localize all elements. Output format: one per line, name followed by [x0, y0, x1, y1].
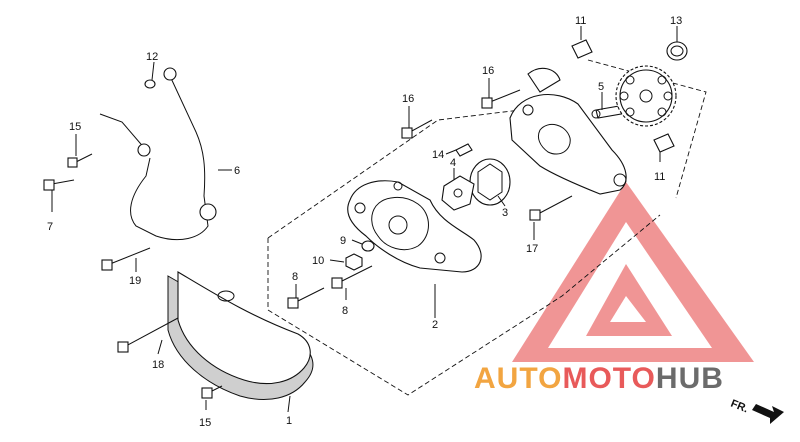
watermark-logo — [512, 182, 754, 362]
part-labels: 11 13 12 16 16 15 5 6 14 4 11 7 3 9 10 1… — [47, 15, 682, 429]
label-part-15-bottom: 15 — [199, 417, 211, 429]
washer-9 — [361, 240, 375, 252]
pin-14 — [455, 143, 473, 157]
label-part-18: 18 — [152, 359, 164, 371]
label-part-8-right: 8 — [342, 305, 348, 317]
label-part-8-left: 8 — [292, 271, 298, 283]
bolt-16-right — [481, 89, 521, 109]
dowel-pin-lower — [653, 133, 675, 153]
label-part-12: 12 — [146, 51, 158, 63]
label-part-4: 4 — [450, 157, 456, 169]
label-part-3: 3 — [502, 207, 508, 219]
bolt-8-left — [287, 287, 325, 309]
bolt-18 — [117, 317, 179, 353]
brand-hub: HUB — [656, 362, 724, 395]
svg-text:AUTOMOTOHUB: AUTOMOTOHUB — [474, 362, 724, 395]
label-part-9: 9 — [340, 235, 346, 247]
drive-gear — [615, 65, 677, 127]
label-part-15-top: 15 — [69, 121, 81, 133]
leader-lines — [51, 26, 678, 413]
rotor — [469, 158, 511, 206]
label-part-10: 10 — [312, 255, 324, 267]
oil-pipe — [99, 67, 217, 241]
brand-auto: AUTO — [474, 362, 562, 395]
label-part-16-right: 16 — [482, 65, 494, 77]
inner-rotor — [441, 175, 475, 211]
o-ring — [666, 41, 688, 61]
front-direction-indicator: FR. — [729, 398, 784, 424]
brand-moto: MOTO — [562, 362, 655, 395]
fr-arrow-icon — [752, 404, 784, 424]
dowel-pin-upper — [571, 39, 593, 59]
fr-label: FR. — [729, 398, 750, 416]
label-part-14: 14 — [432, 149, 444, 161]
bolt-8-right — [331, 265, 373, 289]
bolt-7 — [43, 179, 75, 191]
pump-housing — [509, 67, 627, 195]
bolt-15-lower — [201, 385, 223, 399]
bolt-16-left — [401, 119, 433, 139]
logo-triangle-hole — [610, 296, 646, 322]
bolt-15-upper — [67, 153, 93, 168]
label-part-6: 6 — [234, 165, 240, 177]
label-part-19: 19 — [129, 275, 141, 287]
label-part-1: 1 — [286, 415, 292, 427]
label-part-11-top: 11 — [575, 15, 586, 27]
watermark-brand-text: AUTOMOTOHUB — [474, 362, 724, 395]
label-part-5: 5 — [598, 81, 604, 93]
label-part-11-right: 11 — [654, 171, 665, 183]
bolt-19 — [101, 247, 151, 271]
label-part-13: 13 — [670, 15, 682, 27]
bolt-17 — [529, 195, 573, 221]
label-part-2: 2 — [432, 319, 438, 331]
label-part-16-left: 16 — [402, 93, 414, 105]
washer-12 — [144, 79, 156, 89]
assembly-outline — [267, 59, 707, 396]
label-part-17: 17 — [526, 243, 538, 255]
cover-plate — [167, 271, 314, 400]
pump-body — [347, 180, 482, 273]
label-part-7: 7 — [47, 221, 53, 233]
nut-10 — [345, 253, 363, 271]
